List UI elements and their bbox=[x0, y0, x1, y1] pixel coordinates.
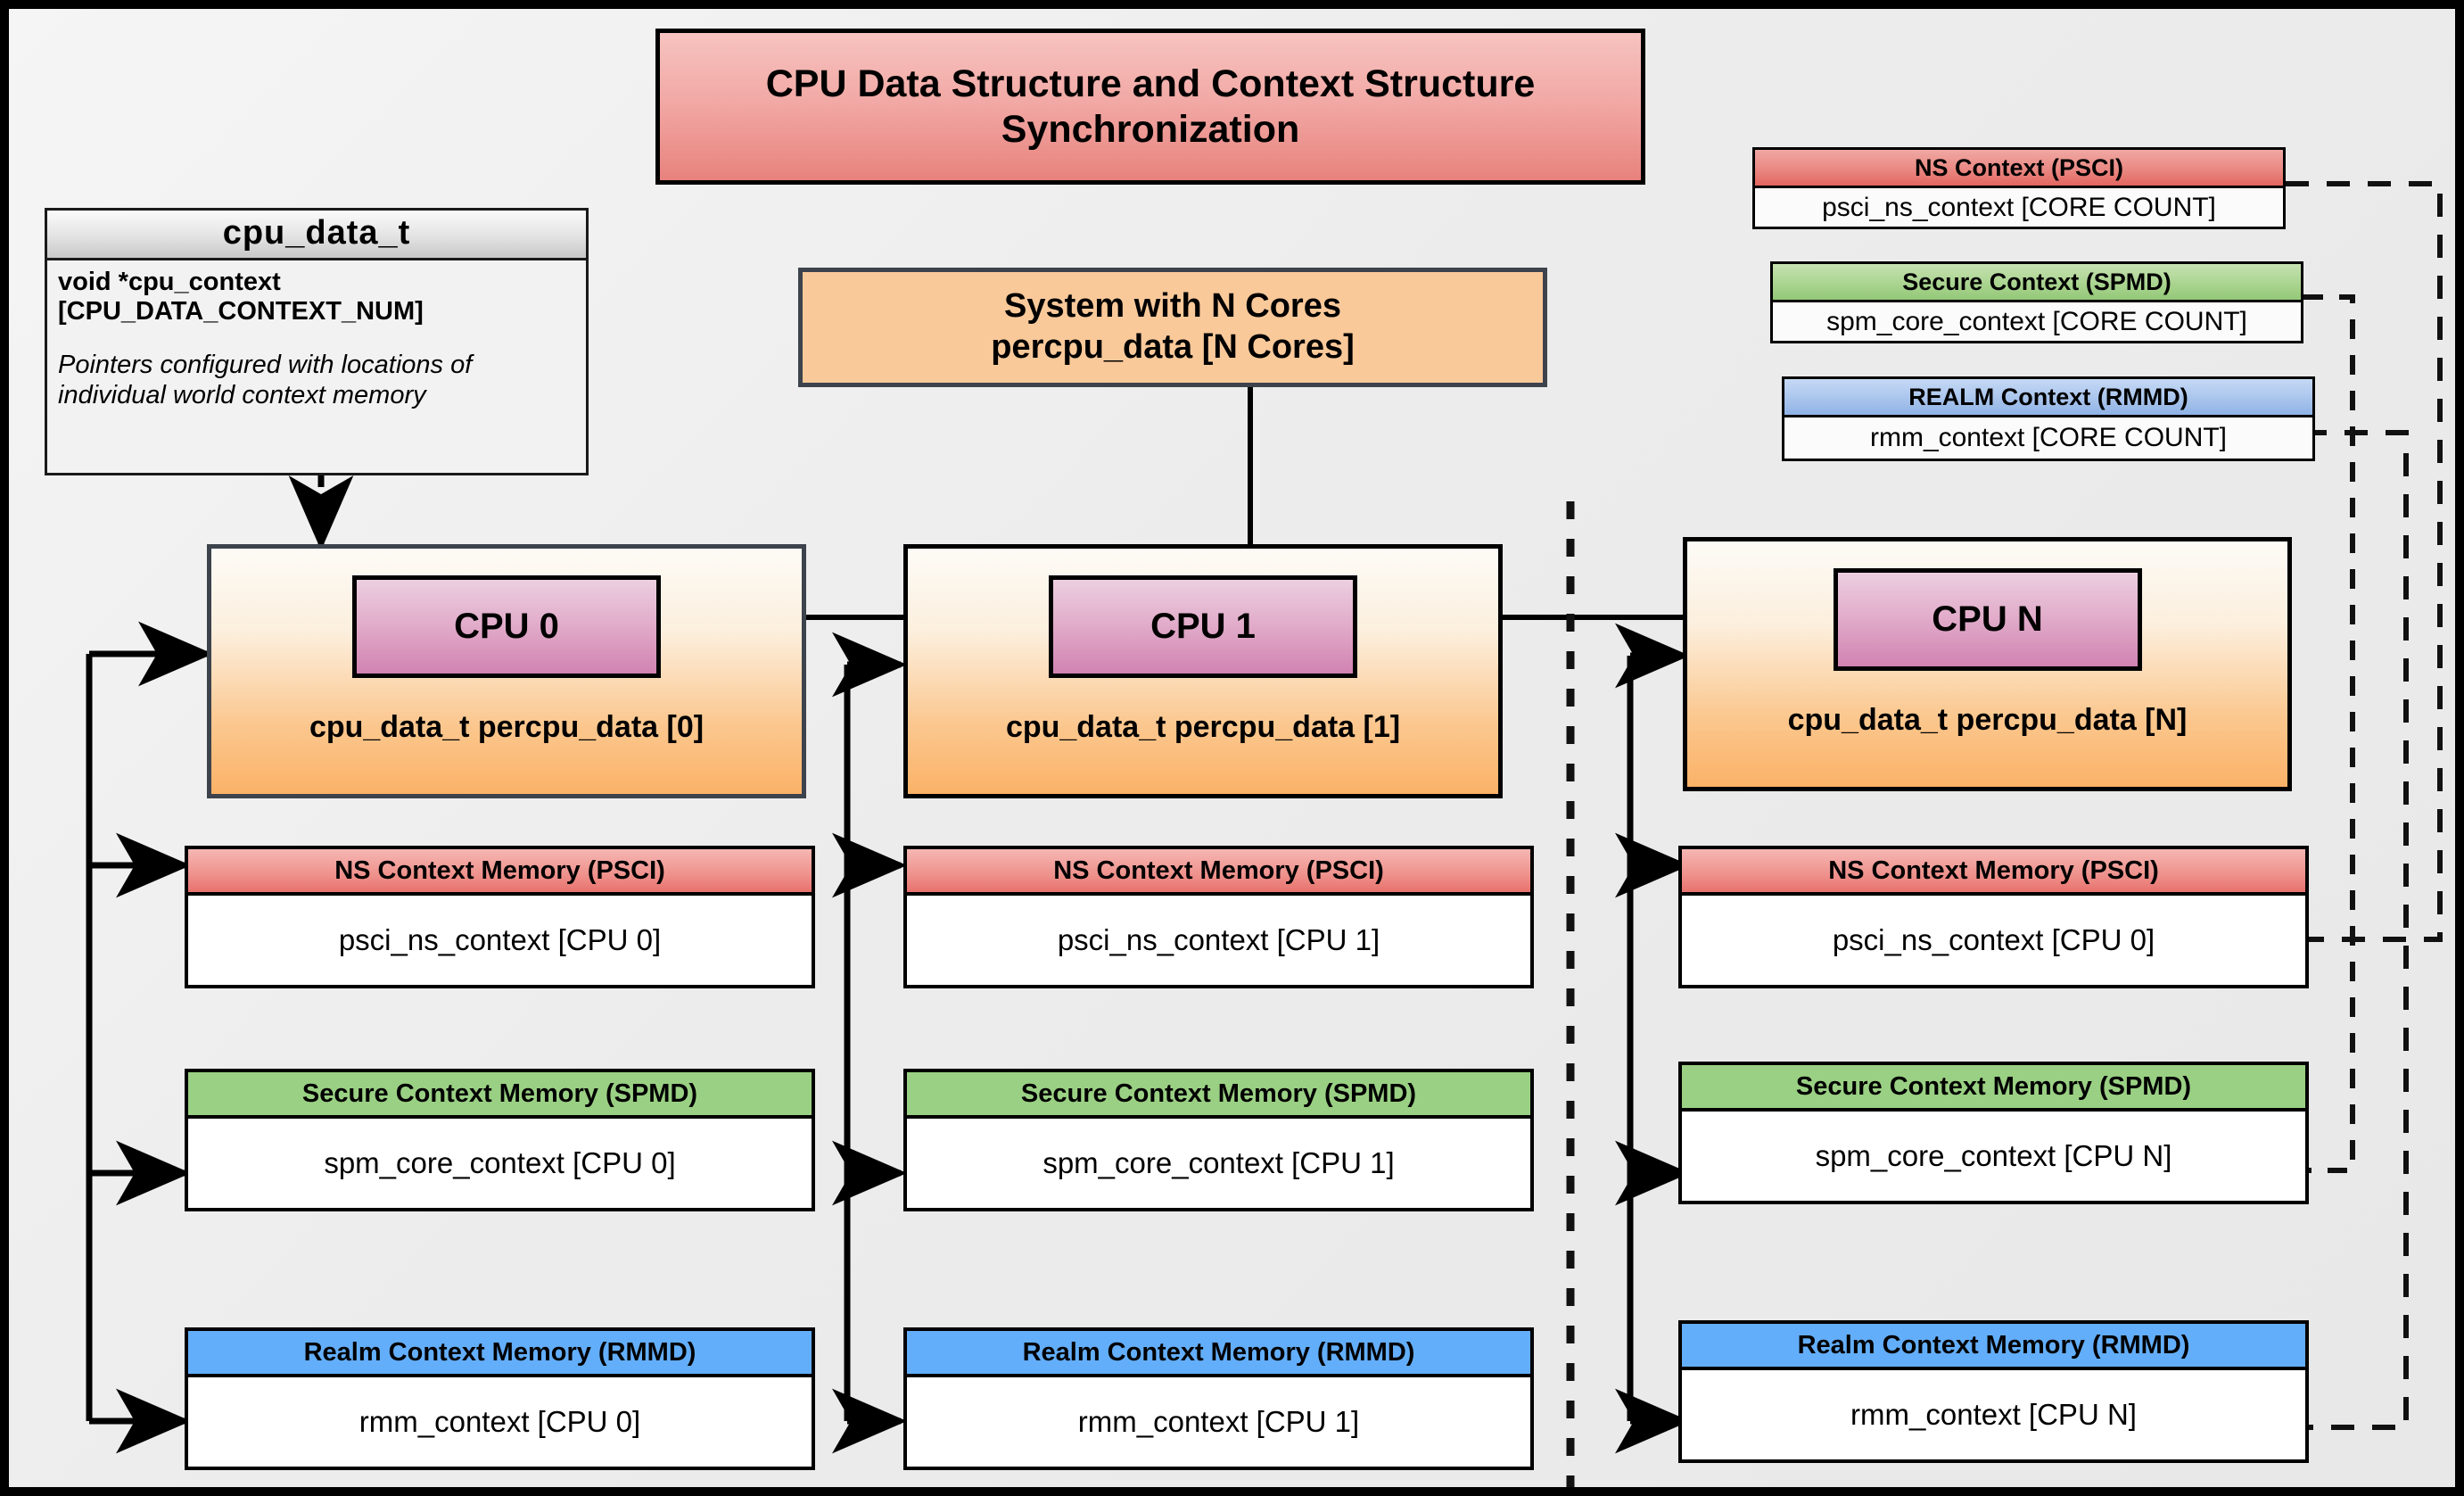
cpu1-pointer-bus bbox=[832, 632, 907, 1454]
cpu-data-t-struct: cpu_data_t void *cpu_context [CPU_DATA_C… bbox=[45, 208, 589, 475]
cpuN-pointer-bus bbox=[1615, 623, 1690, 1454]
cpun-context-ns-body: psci_ns_context [CPU 0] bbox=[1832, 923, 2155, 956]
cpun-context-secure-body: spm_core_context [CPU N] bbox=[1815, 1139, 2172, 1172]
cpu0-pointer-bus bbox=[86, 621, 213, 1454]
cpu-card-0: CPU 0 cpu_data_t percpu_data [0] bbox=[207, 544, 806, 798]
cpun-context-ns-header: NS Context Memory (PSCI) bbox=[1682, 849, 2305, 896]
cpu1-context-ns: NS Context Memory (PSCI) psci_ns_context… bbox=[903, 846, 1534, 988]
diagram-canvas: CPU Data Structure and Context Structure… bbox=[9, 9, 2455, 1487]
cpu-subtitle-1: cpu_data_t percpu_data [1] bbox=[1005, 710, 1401, 744]
context-type-realm-body: rmm_context [CORE COUNT] bbox=[1784, 417, 2312, 459]
context-type-realm: REALM Context (RMMD) rmm_context [CORE C… bbox=[1782, 376, 2315, 461]
context-type-secure: Secure Context (SPMD) spm_core_context [… bbox=[1770, 261, 2303, 343]
cpu0-context-ns-header: NS Context Memory (PSCI) bbox=[188, 849, 812, 896]
cpu-context-note: Pointers configured with locations of in… bbox=[58, 351, 473, 410]
cpu-context-declaration: void *cpu_context [CPU_DATA_CONTEXT_NUM] bbox=[58, 268, 424, 326]
cpu0-context-realm: Realm Context Memory (RMMD) rmm_context … bbox=[185, 1327, 815, 1470]
context-type-ns: NS Context (PSCI) psci_ns_context [CORE … bbox=[1752, 147, 2286, 229]
cpu0-context-secure-body: spm_core_context [CPU 0] bbox=[324, 1146, 676, 1179]
cpu1-context-ns-body: psci_ns_context [CPU 1] bbox=[1057, 923, 1380, 956]
cpu-subtitle-0: cpu_data_t percpu_data [0] bbox=[309, 710, 705, 744]
context-type-ns-header: NS Context (PSCI) bbox=[1755, 150, 2283, 188]
cpu-subtitle-n: cpu_data_t percpu_data [N] bbox=[1787, 703, 2188, 737]
cpu0-context-ns: NS Context Memory (PSCI) psci_ns_context… bbox=[185, 846, 815, 988]
cpun-context-realm-header: Realm Context Memory (RMMD) bbox=[1682, 1324, 2305, 1370]
cpu1-context-secure: Secure Context Memory (SPMD) spm_core_co… bbox=[903, 1069, 1534, 1211]
cpu-badge-n: CPU N bbox=[1833, 568, 2142, 671]
cpu-data-t-title: cpu_data_t bbox=[47, 211, 586, 260]
cpun-context-secure: Secure Context Memory (SPMD) spm_core_co… bbox=[1678, 1062, 2309, 1204]
cpu1-context-secure-body: spm_core_context [CPU 1] bbox=[1042, 1146, 1395, 1179]
cpu0-context-realm-body: rmm_context [CPU 0] bbox=[358, 1405, 641, 1438]
cpun-context-secure-header: Secure Context Memory (SPMD) bbox=[1682, 1065, 2305, 1112]
system-line-1: System with N Cores bbox=[1003, 287, 1341, 326]
cpu-badge-1: CPU 1 bbox=[1049, 575, 1357, 678]
cpu-badge-0: CPU 0 bbox=[352, 575, 661, 678]
system-line-2: percpu_data [N Cores] bbox=[991, 328, 1355, 366]
cpu1-context-realm: Realm Context Memory (RMMD) rmm_context … bbox=[903, 1327, 1534, 1470]
system-box: System with N Cores percpu_data [N Cores… bbox=[798, 268, 1547, 387]
cpu1-context-secure-header: Secure Context Memory (SPMD) bbox=[907, 1072, 1530, 1119]
context-type-secure-header: Secure Context (SPMD) bbox=[1773, 264, 2301, 302]
cpu0-context-secure: Secure Context Memory (SPMD) spm_core_co… bbox=[185, 1069, 815, 1211]
cpu0-context-realm-header: Realm Context Memory (RMMD) bbox=[188, 1331, 812, 1377]
cpu1-context-realm-header: Realm Context Memory (RMMD) bbox=[907, 1331, 1530, 1377]
cpu1-context-realm-body: rmm_context [CPU 1] bbox=[1077, 1405, 1360, 1438]
cpun-context-ns: NS Context Memory (PSCI) psci_ns_context… bbox=[1678, 846, 2309, 988]
cpu-card-n: CPU N cpu_data_t percpu_data [N] bbox=[1683, 537, 2292, 791]
cpu-card-1: CPU 1 cpu_data_t percpu_data [1] bbox=[903, 544, 1503, 798]
cpu0-context-secure-header: Secure Context Memory (SPMD) bbox=[188, 1072, 812, 1119]
context-type-ns-body: psci_ns_context [CORE COUNT] bbox=[1755, 188, 2283, 227]
cpun-context-realm: Realm Context Memory (RMMD) rmm_context … bbox=[1678, 1320, 2309, 1463]
diagram-title-text: CPU Data Structure and Context Structure… bbox=[765, 62, 1536, 151]
context-type-realm-header: REALM Context (RMMD) bbox=[1784, 379, 2312, 417]
cpu0-context-ns-body: psci_ns_context [CPU 0] bbox=[338, 923, 662, 956]
context-type-secure-body: spm_core_context [CORE COUNT] bbox=[1773, 302, 2301, 341]
cpu-data-t-body: void *cpu_context [CPU_DATA_CONTEXT_NUM]… bbox=[47, 260, 586, 420]
system-box-text: System with N Cores percpu_data [N Cores… bbox=[991, 286, 1355, 368]
cpun-context-realm-body: rmm_context [CPU N] bbox=[1850, 1398, 2137, 1431]
cpu1-context-ns-header: NS Context Memory (PSCI) bbox=[907, 849, 1530, 896]
diagram-title: CPU Data Structure and Context Structure… bbox=[655, 29, 1645, 185]
